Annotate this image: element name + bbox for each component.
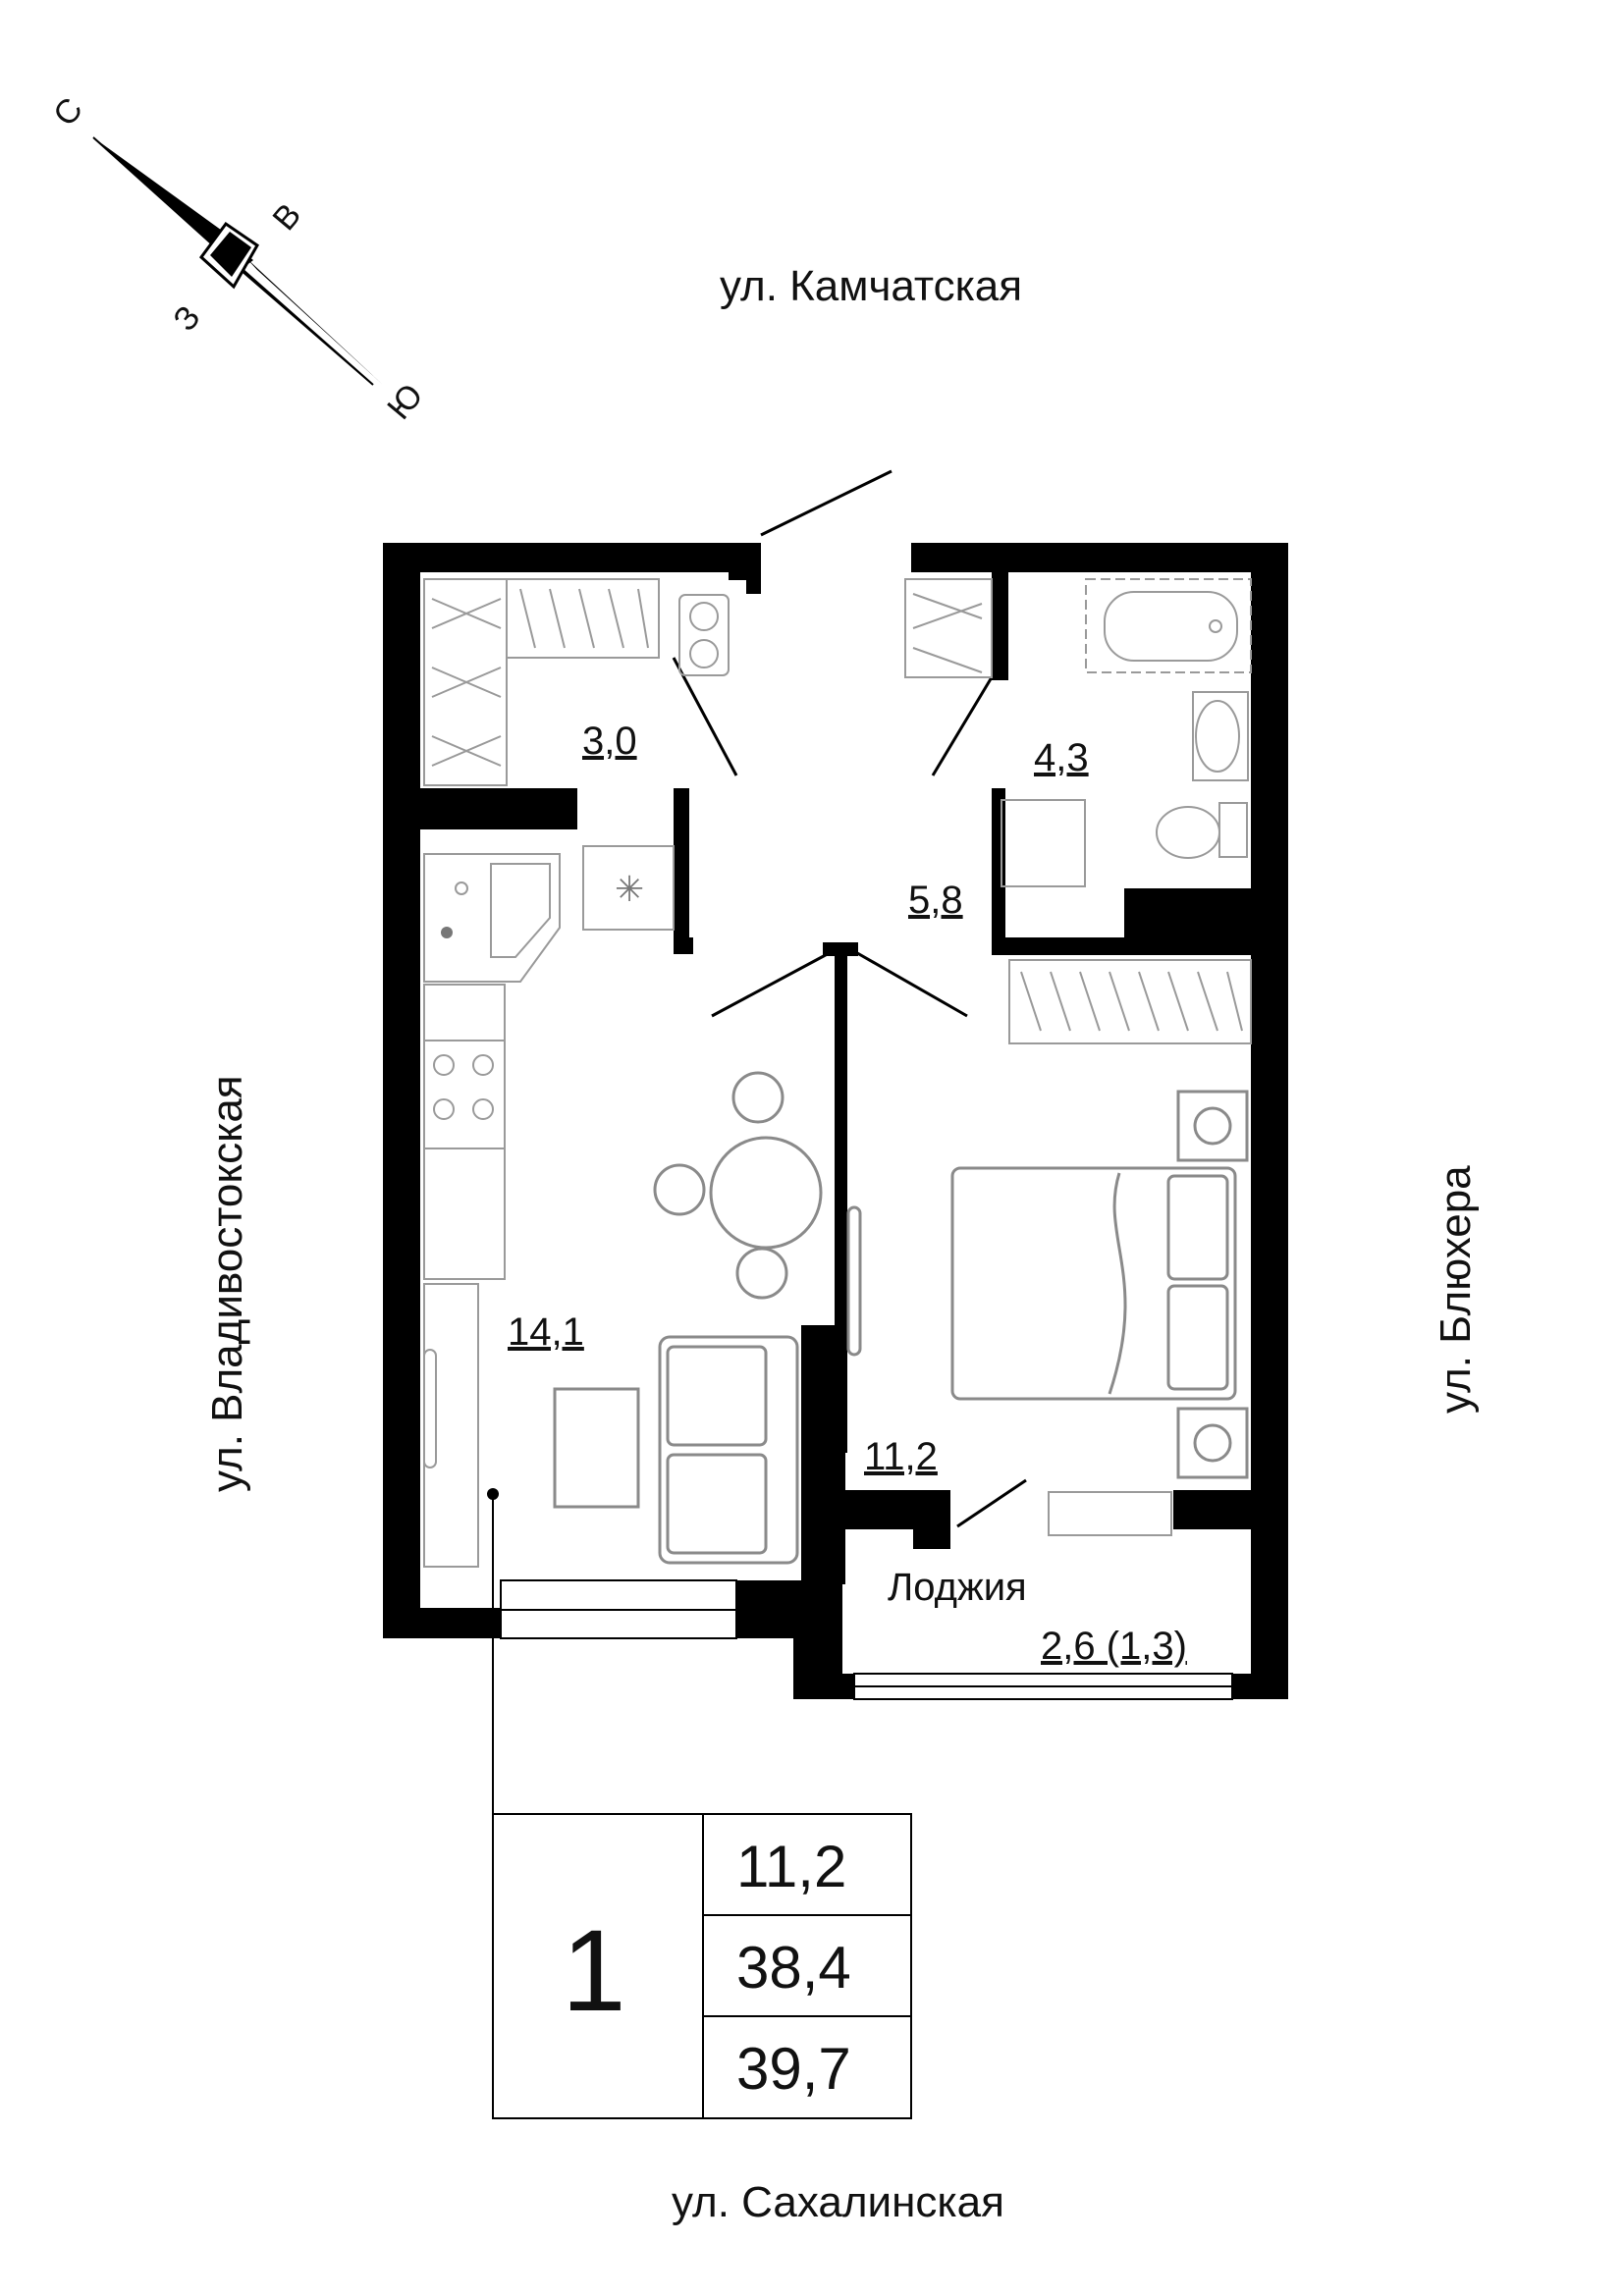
bedroom-fixtures [846,959,1252,1536]
hall-area-label: 5,8 [908,879,963,922]
storage-door-icon [672,657,738,776]
street-south-label: ул. Сахалинская [672,2178,1004,2226]
kitchen-fixtures: ✳ [423,845,823,1814]
compass-needle-south-icon [93,137,253,270]
toilet-icon [1156,806,1220,859]
kitchen-door-icon [711,948,836,1018]
street-west-label: ул. Владивостокская [203,1075,251,1492]
bathroom-fixtures [904,578,1252,887]
doors [672,469,1027,1528]
compass-west-label: З [166,299,207,339]
coffee-table-icon [553,1387,640,1509]
chair-icon [653,1163,706,1216]
nightstand-icon [1176,1090,1249,1162]
compass-north-label: С [46,91,90,133]
total-with-loggia-value: 39,7 [736,2036,851,2102]
street-north-label: ул. Камчатская [720,262,1022,310]
washing-machine-icon [1001,799,1086,887]
bathroom-area-label: 4,3 [1034,736,1089,779]
chair-icon [735,1247,788,1300]
living-area-value: 11,2 [736,1834,846,1899]
kitchen-corner-counter [423,853,561,983]
loggia-door-icon [956,1478,1027,1528]
bedroom-door-icon [851,948,968,1018]
loggia-area-label: 2,6 (1,3) [1041,1625,1187,1668]
bedroom-area-label: 11,2 [864,1435,938,1478]
bed-icon [950,1166,1237,1401]
bathtub-icon [1085,578,1252,673]
cooktop-icon [423,1040,506,1149]
radiator-icon [1048,1491,1172,1536]
windows [500,1579,1233,1700]
faucet-icon [455,881,468,895]
kitchen-living-area-label: 14,1 [508,1310,584,1354]
sofa-icon [658,1335,799,1565]
walls [383,543,1288,1699]
storage-wardrobe-icon [423,578,730,786]
summary-table: 1 11,2 38,4 39,7 [492,1813,912,2119]
total-area-value: 38,4 [736,1935,851,2001]
street-east-label: ул. Блюхера [1432,1165,1480,1414]
entrance-door-icon [760,469,893,537]
chair-icon [731,1071,784,1124]
fridge-snowflake-icon: ✳ [615,870,644,910]
compass-rose: С В З Ю [46,91,430,427]
loggia-label: Лоджия [888,1566,1027,1609]
compass-south-label: Ю [380,377,430,427]
nightstand-icon [1176,1407,1249,1479]
bathroom-door-icon [931,676,994,776]
dining-table-icon [709,1136,823,1250]
storage-area-label: 3,0 [582,720,637,763]
wardrobe-mirror [846,1205,862,1357]
rooms-count: 1 [562,1906,626,2036]
compass-east-label: В [265,196,308,238]
sink-icon [1192,691,1249,781]
